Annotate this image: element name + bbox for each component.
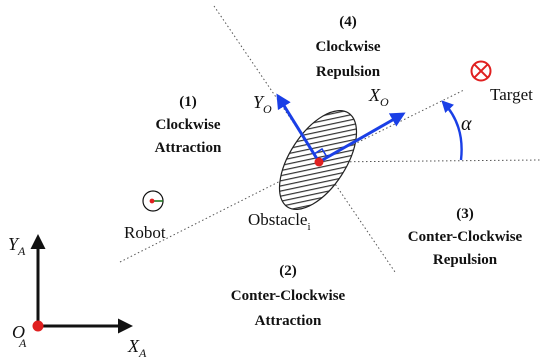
global-y-axis-label: YA [8,234,26,258]
divider-line-3 [317,159,541,163]
region-3-number: (3) [456,206,474,222]
target-label: Target [490,85,533,104]
alpha-label: α [461,113,472,135]
region-4-line1: Clockwise [316,39,381,55]
robot-icon [142,190,164,212]
local-y-axis-label: YO [253,92,272,116]
region-label-1: (1) Clockwise Attraction [155,94,222,156]
global-x-axis-label: XA [127,336,147,360]
region-4-line2: Repulsion [316,64,381,80]
region-2-number: (2) [279,263,297,279]
local-x-axis-arrow [318,112,406,164]
local-x-axis-label: XO [368,85,389,109]
robot-label: Robot [124,223,166,242]
region-1-line2: Attraction [155,140,222,156]
region-label-3: (3) Conter-Clockwise Repulsion [408,206,523,268]
region-4-number: (4) [339,14,357,30]
region-3-line1: Conter-Clockwise [408,229,523,245]
obstacle-label: Obstaclei [248,210,311,233]
region-3-line2: Repulsion [433,252,498,268]
obstacle-center-dot [314,157,324,167]
region-label-2: (2) Conter-Clockwise Attraction [231,263,346,329]
region-1-line1: Clockwise [156,117,221,133]
global-origin-dot [32,320,44,332]
right-angle-marker [313,147,328,158]
region-2-line2: Attraction [255,313,322,329]
region-1-number: (1) [179,94,197,110]
local-y-axis-arrow [276,93,321,163]
alpha-angle-arc [441,100,463,161]
region-2-line1: Conter-Clockwise [231,288,346,304]
target-icon [470,60,492,82]
region-label-4: (4) Clockwise Repulsion [316,14,381,80]
